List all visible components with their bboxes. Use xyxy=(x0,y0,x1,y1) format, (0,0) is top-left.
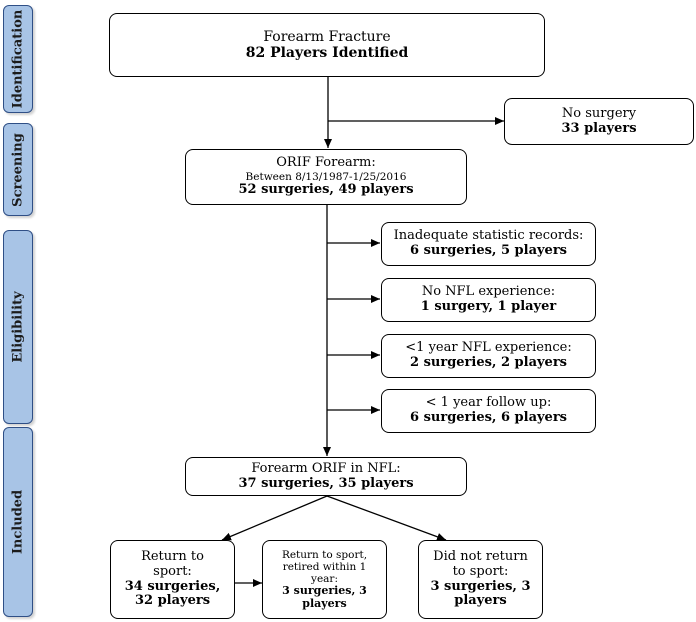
phase-screening: Screening xyxy=(3,123,33,216)
exclusion-box-1: Inadequate statistic records: 6 surgerie… xyxy=(381,222,596,266)
phase-included: Included xyxy=(3,427,33,617)
orif-box: ORIF Forearm: Between 8/13/1987-1/25/201… xyxy=(185,149,467,205)
phase-identification: Identification xyxy=(3,5,33,113)
identified-box: Forearm Fracture 82 Players Identified xyxy=(109,13,545,77)
arrow-nfl-to-rts xyxy=(221,495,328,541)
nfl-box: Forearm ORIF in NFL: 37 surgeries, 35 pl… xyxy=(185,457,467,496)
return-to-sport-box: Return to sport: 34 surgeries, 32 player… xyxy=(110,540,235,619)
phase-eligibility: Eligibility xyxy=(3,230,33,424)
no-surgery-box: No surgery 33 players xyxy=(504,98,694,145)
exclusion-box-3: <1 year NFL experience: 2 surgeries, 2 p… xyxy=(381,334,596,378)
arrow-nfl-to-not-rts xyxy=(326,495,447,541)
exclusion-box-4: < 1 year follow up: 6 surgeries, 6 playe… xyxy=(381,389,596,433)
retired-box: Return to sport, retired within 1 year: … xyxy=(262,540,387,619)
did-not-return-box: Did not return to sport: 3 surgeries, 3 … xyxy=(418,540,543,619)
exclusion-box-2: No NFL experience: 1 surgery, 1 player xyxy=(381,278,596,322)
